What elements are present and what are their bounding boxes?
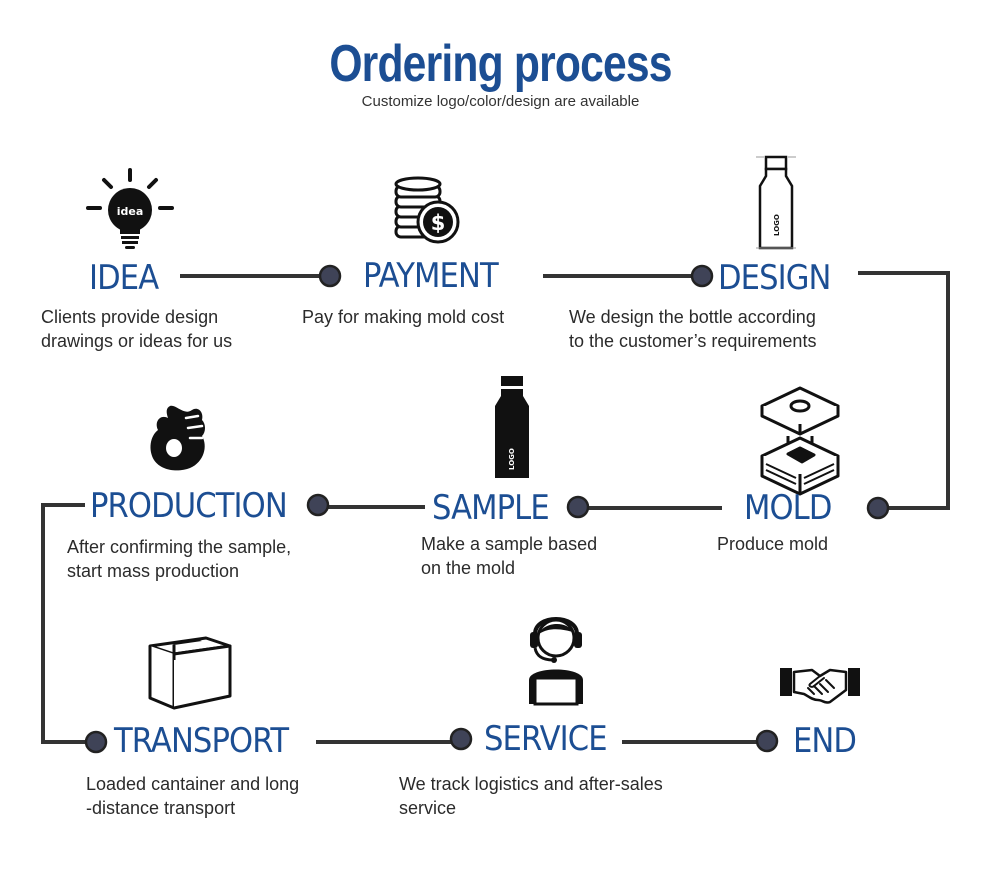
connector-production-transport <box>41 503 88 744</box>
step-desc-production-line2: start mass production <box>67 561 240 581</box>
step-desc-transport: Loaded cantainer and long -distance tran… <box>86 772 299 820</box>
step-desc-payment-line1: Pay for making mold cost <box>302 307 505 327</box>
connector-design-mold <box>858 271 950 510</box>
svg-text:$: $ <box>431 211 446 235</box>
node-transport <box>84 730 108 754</box>
step-desc-design-line1: We design the bottle according <box>569 307 816 327</box>
step-label-transport: TRANSPORT <box>114 721 289 761</box>
node-mold <box>866 496 890 520</box>
step-desc-sample-line1: Make a sample based <box>421 534 598 554</box>
step-label-sample: SAMPLE <box>432 488 550 528</box>
step-desc-sample: Make a sample based on the mold <box>421 532 597 580</box>
step-label-mold: MOLD <box>744 488 832 528</box>
bottle-outline-icon: LOGO <box>756 155 796 250</box>
step-label-design: DESIGN <box>718 258 831 298</box>
ok-hand-icon <box>150 405 205 471</box>
step-desc-design: We design the bottle according to the cu… <box>569 305 816 353</box>
step-desc-idea-line1: Clients provide design <box>41 307 219 327</box>
bottle-black-logo: LOGO <box>508 448 516 470</box>
step-desc-design-line2: to the customer’s requirements <box>569 331 817 351</box>
step-desc-idea: Clients provide design drawings or ideas… <box>41 305 232 353</box>
step-desc-service: We track logistics and after-sales servi… <box>399 772 663 820</box>
bottle-outline-logo: LOGO <box>773 214 781 236</box>
step-label-production: PRODUCTION <box>90 486 288 526</box>
coins-dollar-icon: $ <box>394 176 460 244</box>
step-desc-transport-line1: Loaded cantainer and long <box>86 774 300 794</box>
step-desc-idea-line2: drawings or ideas for us <box>41 331 233 351</box>
step-desc-production-line1: After confirming the sample, <box>67 537 292 557</box>
step-label-end: END <box>793 721 857 761</box>
step-desc-production: After confirming the sample, start mass … <box>67 535 291 583</box>
step-desc-service-line1: We track logistics and after-sales <box>399 774 663 794</box>
lightbulb-icon-text: idea <box>117 205 144 218</box>
headset-agent-icon <box>529 617 583 706</box>
bottle-black-icon: LOGO <box>495 376 529 478</box>
step-label-service: SERVICE <box>484 719 608 759</box>
node-end <box>755 729 779 753</box>
step-label-idea: IDEA <box>89 258 159 298</box>
node-sample <box>566 495 590 519</box>
page-subtitle: Customize logo/color/design are availabl… <box>361 93 640 110</box>
lightbulb-icon: idea <box>86 168 174 249</box>
step-desc-service-line2: service <box>399 798 457 818</box>
node-service <box>449 727 473 751</box>
step-desc-mold-line1: Produce mold <box>717 534 829 554</box>
node-design <box>690 264 714 288</box>
step-desc-sample-line2: on the mold <box>421 558 516 578</box>
step-label-payment: PAYMENT <box>363 256 499 296</box>
step-desc-payment: Pay for making mold cost <box>302 305 504 329</box>
mold-icon <box>760 386 840 496</box>
handshake-icon <box>780 668 860 704</box>
node-production <box>306 493 330 517</box>
step-desc-transport-line2: -distance transport <box>86 798 236 818</box>
page-title: Ordering process <box>329 35 672 93</box>
node-payment <box>318 264 342 288</box>
box-icon <box>148 636 232 710</box>
step-desc-mold: Produce mold <box>717 532 828 556</box>
